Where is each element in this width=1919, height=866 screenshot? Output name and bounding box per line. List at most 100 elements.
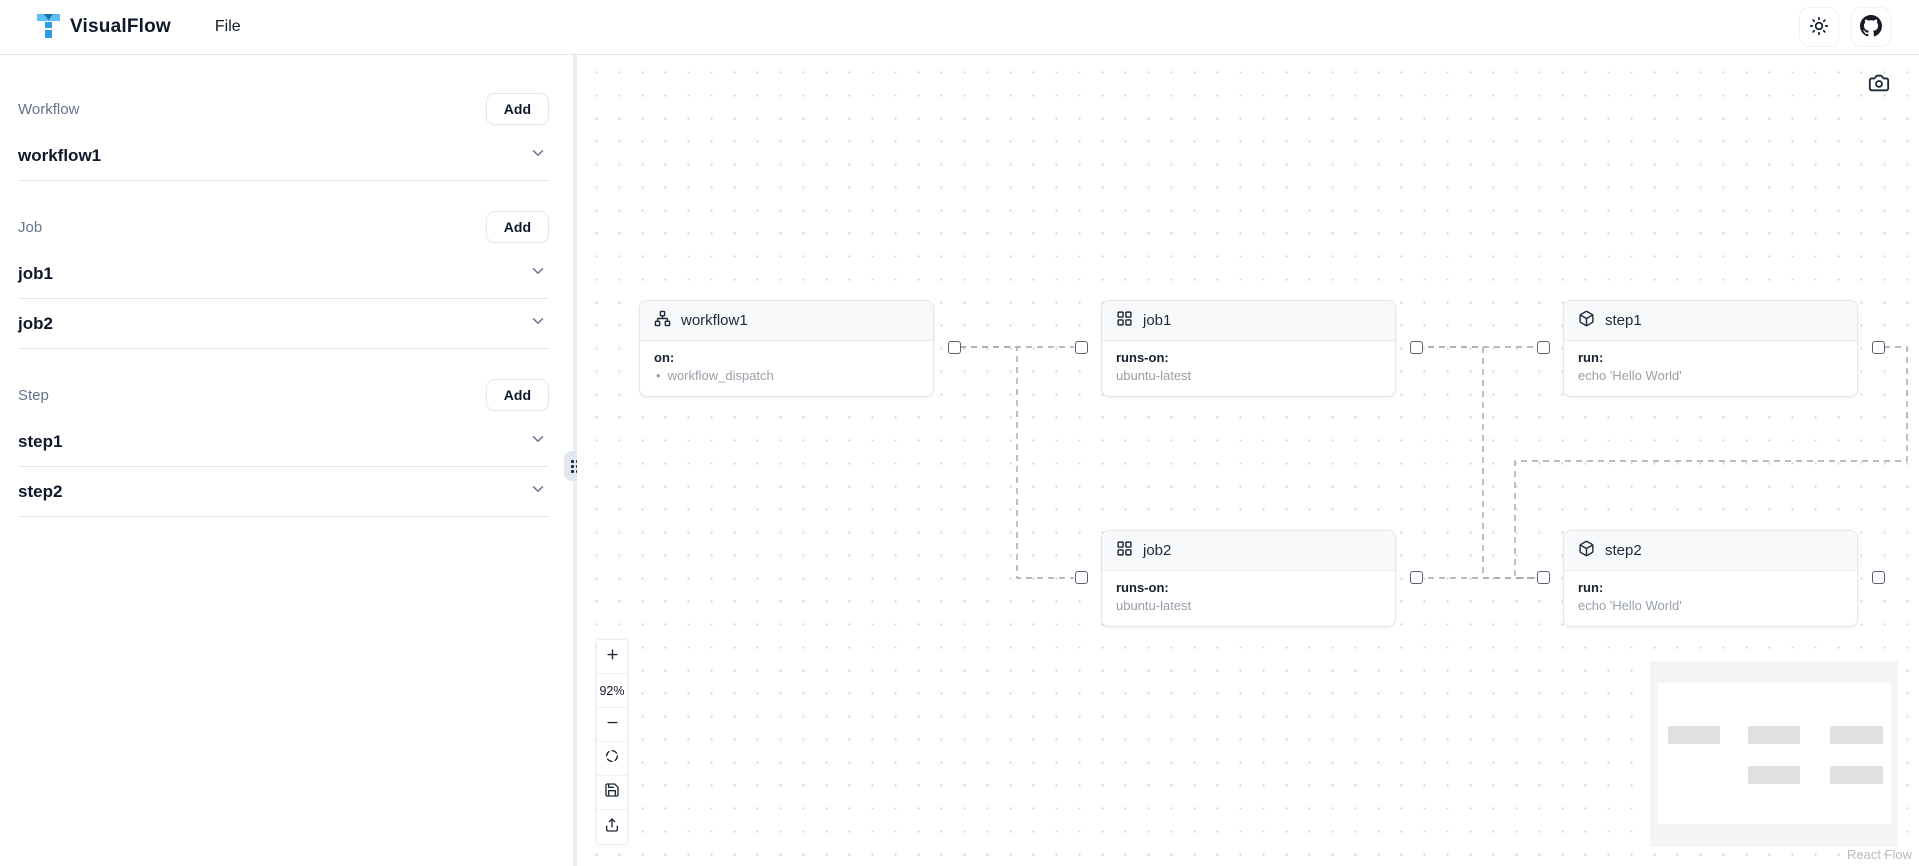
node-field-value: •workflow_dispatch bbox=[656, 368, 774, 383]
step-box-icon bbox=[1578, 540, 1595, 561]
add-step-button[interactable]: Add bbox=[485, 379, 549, 411]
add-job-button[interactable]: Add bbox=[485, 211, 549, 243]
sidebar-item-step1[interactable]: step1 bbox=[18, 417, 549, 467]
sidebar: Workflow Add workflow1 Job Add job1 bbox=[0, 55, 573, 866]
node-workflow1[interactable]: workflow1 on: •workflow_dispatch bbox=[639, 300, 934, 397]
node-title: step2 bbox=[1605, 542, 1642, 559]
node-job1[interactable]: job1 runs-on: ubuntu-latest bbox=[1101, 300, 1396, 397]
edge-job1-step2[interactable] bbox=[1428, 346, 1538, 579]
github-icon bbox=[1860, 14, 1882, 40]
fit-view-button[interactable] bbox=[597, 742, 627, 776]
fit-view-icon bbox=[604, 748, 620, 769]
node-field-value: ubuntu-latest bbox=[1116, 598, 1192, 613]
node-step2[interactable]: step2 run: echo 'Hello World' bbox=[1563, 530, 1858, 627]
minimap-node bbox=[1830, 766, 1883, 784]
job-grid-icon bbox=[1116, 540, 1133, 561]
node-step1[interactable]: step1 run: echo 'Hello World' bbox=[1563, 300, 1858, 397]
node-field-value: echo 'Hello World' bbox=[1578, 598, 1682, 613]
minimap-node bbox=[1748, 726, 1800, 744]
file-menu[interactable]: File bbox=[214, 18, 241, 35]
flow-canvas[interactable]: workflow1 on: •workflow_dispatch job1 runs-o… bbox=[577, 55, 1919, 866]
sidebar-item-job2[interactable]: job2 bbox=[18, 299, 549, 349]
node-field-label: runs-on: bbox=[1116, 580, 1169, 595]
node-job2[interactable]: job2 runs-on: ubuntu-latest bbox=[1101, 530, 1396, 627]
handle-target-job2[interactable] bbox=[1074, 570, 1088, 584]
node-header: job1 bbox=[1102, 301, 1395, 341]
attribution: React Flow bbox=[1846, 847, 1912, 862]
edge-step1-step2[interactable] bbox=[1514, 346, 1908, 579]
node-field-label: on: bbox=[654, 350, 675, 365]
node-body: run: echo 'Hello World' bbox=[1564, 341, 1857, 392]
sun-icon bbox=[1809, 16, 1829, 39]
minimap[interactable] bbox=[1650, 661, 1898, 847]
github-button[interactable] bbox=[1851, 7, 1891, 47]
chevron-down-icon[interactable] bbox=[529, 262, 547, 285]
app-title: VisualFlow bbox=[70, 16, 171, 37]
node-header: job2 bbox=[1102, 531, 1395, 571]
chevron-down-icon[interactable] bbox=[529, 312, 547, 335]
workflow-icon bbox=[654, 310, 671, 331]
minimap-node bbox=[1748, 766, 1800, 784]
node-title: job2 bbox=[1143, 542, 1172, 559]
handle-source-job1[interactable] bbox=[1409, 340, 1423, 354]
bullet: • bbox=[656, 368, 661, 383]
minimap-node bbox=[1668, 726, 1720, 744]
chevron-down-icon[interactable] bbox=[529, 480, 547, 503]
sidebar-item-step2[interactable]: step2 bbox=[18, 467, 549, 517]
upload-button[interactable] bbox=[597, 810, 627, 844]
zoom-out-button[interactable] bbox=[597, 708, 627, 742]
node-field-label: run: bbox=[1578, 350, 1604, 365]
brand: VisualFlow bbox=[37, 12, 171, 43]
node-title: workflow1 bbox=[681, 312, 748, 329]
handle-target-step1[interactable] bbox=[1536, 340, 1550, 354]
save-floppy-icon bbox=[604, 782, 620, 803]
chevron-down-icon[interactable] bbox=[529, 430, 547, 453]
zoom-level-label: 92% bbox=[597, 674, 627, 708]
node-title: job1 bbox=[1143, 312, 1172, 329]
zoom-in-button[interactable] bbox=[597, 640, 627, 674]
step-section: Step Add step1 step2 bbox=[18, 377, 549, 517]
handle-source-step1[interactable] bbox=[1871, 340, 1885, 354]
minimap-viewport bbox=[1658, 683, 1891, 824]
handle-source-workflow1[interactable] bbox=[947, 340, 961, 354]
edges-layer bbox=[960, 346, 1908, 579]
job-grid-icon bbox=[1116, 310, 1133, 331]
node-header: workflow1 bbox=[640, 301, 933, 341]
canvas-controls: 92% bbox=[596, 639, 628, 845]
job-section-label: Job bbox=[18, 218, 43, 236]
handle-target-step2[interactable] bbox=[1536, 570, 1550, 584]
node-field-label: run: bbox=[1578, 580, 1604, 595]
add-workflow-button[interactable]: Add bbox=[485, 93, 549, 125]
camera-icon bbox=[1868, 72, 1890, 99]
workflow-section: Workflow Add workflow1 bbox=[18, 91, 549, 181]
chevron-down-icon[interactable] bbox=[529, 144, 547, 167]
upload-icon bbox=[604, 817, 620, 838]
node-field-value: echo 'Hello World' bbox=[1578, 368, 1682, 383]
sidebar-item-workflow1[interactable]: workflow1 bbox=[18, 131, 549, 181]
step-section-label: Step bbox=[18, 386, 49, 404]
screenshot-button[interactable] bbox=[1865, 71, 1893, 99]
minus-icon bbox=[605, 715, 620, 735]
minimap-node bbox=[1830, 726, 1883, 744]
node-field-value: ubuntu-latest bbox=[1116, 368, 1192, 383]
save-button[interactable] bbox=[597, 776, 627, 810]
workflow-section-label: Workflow bbox=[18, 100, 80, 118]
node-header: step2 bbox=[1564, 531, 1857, 571]
node-body: run: echo 'Hello World' bbox=[1564, 571, 1857, 622]
visualflow-logo-icon bbox=[37, 12, 60, 43]
sidebar-item-job1[interactable]: job1 bbox=[18, 249, 549, 299]
theme-toggle-button[interactable] bbox=[1799, 7, 1839, 47]
node-body: runs-on: ubuntu-latest bbox=[1102, 571, 1395, 622]
job-section: Job Add job1 job2 bbox=[18, 209, 549, 349]
step-box-icon bbox=[1578, 310, 1595, 331]
node-header: step1 bbox=[1564, 301, 1857, 341]
handle-source-job2[interactable] bbox=[1409, 570, 1423, 584]
node-body: on: •workflow_dispatch bbox=[640, 341, 933, 392]
edge-workflow1-job2[interactable] bbox=[960, 346, 1074, 579]
handle-target-job1[interactable] bbox=[1074, 340, 1088, 354]
app-navbar: VisualFlow File bbox=[0, 0, 1919, 55]
node-body: runs-on: ubuntu-latest bbox=[1102, 341, 1395, 392]
handle-source-step2[interactable] bbox=[1871, 570, 1885, 584]
node-field-label: runs-on: bbox=[1116, 350, 1169, 365]
node-title: step1 bbox=[1605, 312, 1642, 329]
